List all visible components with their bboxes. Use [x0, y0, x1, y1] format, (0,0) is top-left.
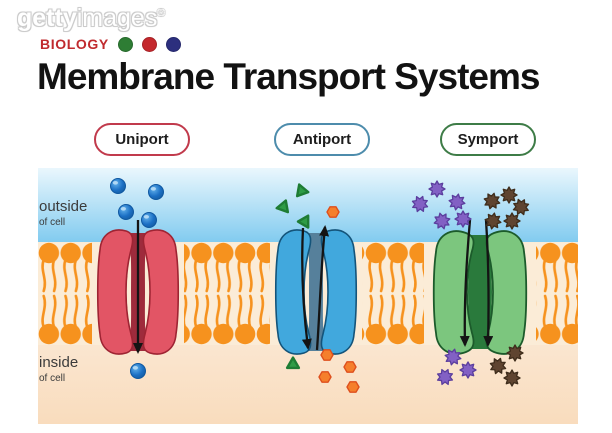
symport-transporter	[432, 230, 528, 355]
antiport-arrow-out	[315, 225, 330, 351]
antiport-transporter	[274, 229, 358, 355]
category-dot-navy-icon	[165, 36, 181, 52]
membrane-diagram: outside of cell inside of cell	[38, 168, 578, 424]
antiport-arrow-in	[301, 227, 312, 350]
registered-mark: ®	[157, 8, 165, 19]
category-row: BIOLOGY	[40, 36, 181, 52]
category-label: BIOLOGY	[40, 36, 109, 52]
gettyimages-watermark: gettyimages®	[17, 6, 165, 31]
symport-arrows-in	[459, 219, 494, 347]
category-dot-red-icon	[141, 36, 157, 52]
outside-sub-label: of cell	[39, 217, 65, 228]
symport-label-pill: Symport	[440, 123, 536, 156]
inside-sub-label: of cell	[39, 373, 65, 384]
cytoplasm-region	[38, 345, 578, 424]
page-title: Membrane Transport Systems	[37, 56, 540, 97]
outside-label: outside	[39, 198, 87, 215]
uniport-molecule-inside	[130, 363, 146, 379]
inside-label: inside	[39, 354, 78, 371]
antiport-label-pill: Antiport	[274, 123, 370, 156]
uniport-label-pill: Uniport	[94, 123, 190, 156]
category-dot-green-icon	[117, 36, 133, 52]
watermark-brand-light: images	[76, 4, 158, 32]
watermark-brand-bold: getty	[17, 4, 77, 32]
